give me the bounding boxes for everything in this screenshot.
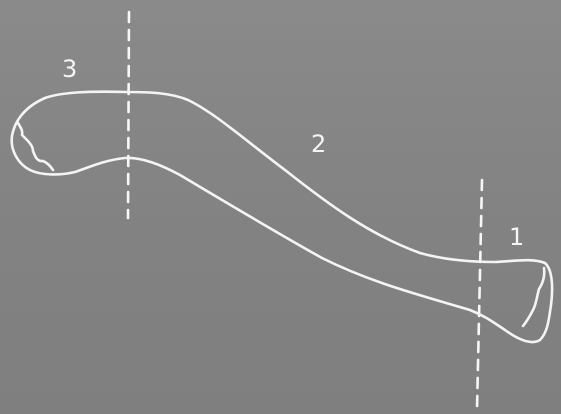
divider-line-left	[126, 10, 131, 220]
right-end-detail	[521, 266, 546, 328]
label-region-1: 1	[509, 223, 524, 251]
divider-line-right	[475, 178, 484, 412]
bone-outline	[10, 90, 554, 344]
left-end-detail	[16, 121, 55, 172]
label-region-3: 3	[62, 55, 77, 83]
label-region-2: 2	[311, 130, 326, 158]
